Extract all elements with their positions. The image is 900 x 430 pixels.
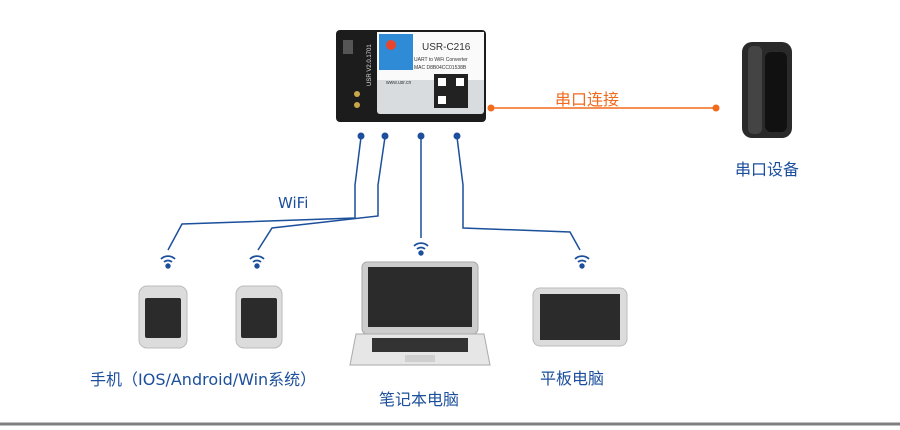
phone-icon — [235, 285, 283, 349]
serial-device-label: 串口设备 — [735, 160, 800, 179]
phone-label: 手机（IOS/Android/Win系统） — [90, 370, 317, 389]
wifi-signal-icon — [249, 255, 265, 269]
wifi-signal-icon — [160, 255, 176, 269]
wifi-module: USR-C216 UART to WiFi Converter MAC D8B0… — [336, 30, 486, 122]
phone-icon — [138, 285, 188, 349]
wifi-lines — [167, 136, 581, 251]
tablet-icon — [532, 287, 628, 347]
laptop-icon — [349, 261, 491, 366]
tablet-label: 平板电脑 — [540, 369, 605, 388]
module-side-text: USR V2.0.1701 — [367, 44, 373, 86]
wifi-signal-icon — [574, 255, 590, 269]
wifi-label: WiFi — [278, 194, 309, 212]
wifi-signal-icon — [413, 242, 429, 256]
module-mac: MAC D8B04CC01538B — [414, 65, 467, 71]
serial-link-line — [487, 104, 720, 112]
module-model: USR-C216 — [422, 42, 471, 53]
logo-icon — [379, 34, 413, 70]
module-subtitle: UART to WiFi Converter — [414, 57, 468, 63]
serial-link-label: 串口连接 — [555, 90, 620, 109]
serial-device-icon — [742, 42, 792, 138]
laptop-label: 笔记本电脑 — [379, 390, 460, 409]
connection-dots — [357, 132, 461, 140]
module-website: www.usr.cn — [386, 80, 412, 86]
